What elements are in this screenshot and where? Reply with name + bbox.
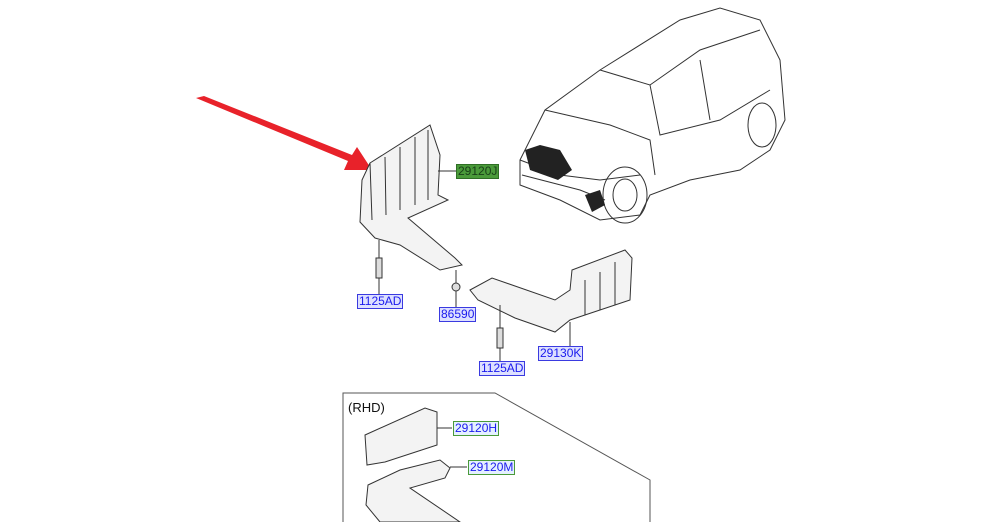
rhd-inset-frame <box>342 392 651 522</box>
part-29120M-shape <box>365 459 461 522</box>
part-label-29130K[interactable]: 29130K <box>538 346 584 361</box>
car-illustration <box>519 7 786 224</box>
part-29120H-shape <box>364 407 438 466</box>
part-label-1125AD[interactable]: 1125AD <box>357 294 404 309</box>
rhd-inset-title: (RHD) <box>348 400 385 415</box>
part-label-29120J[interactable]: 29120J <box>456 164 500 179</box>
part-29120J-shape <box>359 124 463 271</box>
part-29130K-shape <box>469 249 633 333</box>
part-label-1125AD[interactable]: 1125AD <box>479 361 526 376</box>
part-label-86590[interactable]: 86590 <box>439 307 477 322</box>
part-label-29120M[interactable]: 29120M <box>468 460 516 475</box>
part-label-29120H[interactable]: 29120H <box>453 421 500 436</box>
red-arrow-icon <box>196 96 372 170</box>
